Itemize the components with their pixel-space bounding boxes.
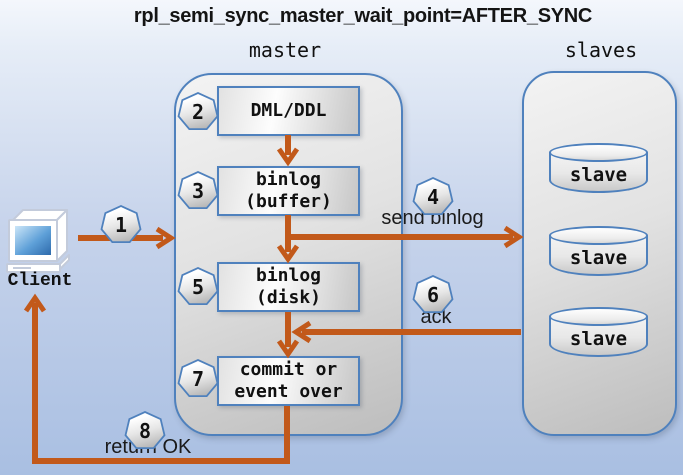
step-badge-3-number: 3 — [191, 179, 205, 203]
slave-db-2: slave — [549, 226, 648, 276]
step-box-dml-ddl: DML/DDL — [217, 86, 360, 136]
step-badge-5-face — [179, 269, 217, 304]
flow-badge-6-number: 6 — [426, 283, 440, 307]
master-section-label: master — [248, 38, 322, 62]
flow-badge-1-number: 1 — [114, 213, 128, 237]
flow-badge-1: 1 — [100, 205, 142, 244]
client-computer-icon — [5, 205, 75, 275]
step-box-binlog-buffer: binlog (buffer) — [217, 166, 360, 216]
step-badge-3: 3 — [177, 171, 219, 210]
client-request-arrow-head — [155, 226, 176, 250]
slave-db-1: slave — [549, 143, 648, 193]
step-badge-2-face — [179, 94, 217, 129]
step-box-commit: commit or event over — [217, 356, 360, 406]
step-badge-5-number: 5 — [191, 275, 205, 299]
slave-db-3-label: slave — [569, 328, 628, 350]
step-badge-2-number: 2 — [191, 100, 205, 124]
client-label: Client — [7, 271, 73, 291]
step-box-binlog-disk: binlog (disk) — [217, 262, 360, 312]
step-badge-5: 5 — [177, 267, 219, 306]
flow-badge-6-face — [414, 277, 452, 312]
step-badge-3-face — [179, 173, 217, 208]
slave-db-2-label: slave — [569, 247, 628, 269]
flow-badge-6: 6 — [412, 275, 454, 314]
slave-db-1-label: slave — [569, 164, 628, 186]
step-badge-2: 2 — [177, 92, 219, 131]
return-ok-arrow-head — [23, 293, 47, 313]
slaves-section-label: slaves — [564, 38, 638, 62]
flow-badge-4: 4 — [412, 177, 454, 216]
diagram-title: rpl_semi_sync_master_wait_point=AFTER_SY… — [133, 5, 593, 27]
slave-db-3: slave — [549, 307, 648, 357]
flow-badge-8-number: 8 — [138, 419, 152, 443]
send-binlog-arrow-head — [503, 225, 524, 249]
step-badge-7-number: 7 — [191, 367, 205, 391]
slave-db-2-rim — [549, 226, 648, 245]
slave-db-3-rim — [549, 307, 648, 326]
flow-badge-4-face — [414, 179, 452, 214]
slave-db-1-rim — [549, 143, 648, 162]
flow-badge-4-number: 4 — [426, 185, 440, 209]
send-binlog-label: send binlog — [381, 207, 484, 229]
